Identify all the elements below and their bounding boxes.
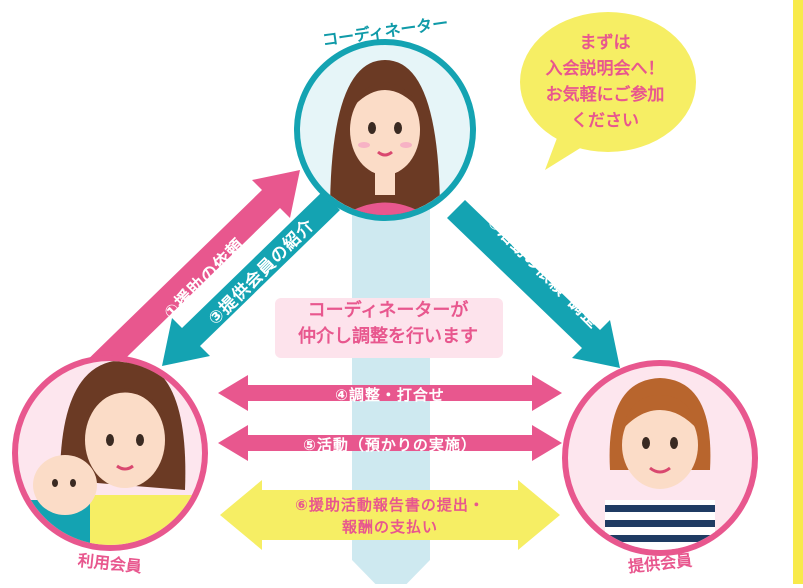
bubble-line-1: まずは [579, 33, 631, 53]
bubble-line-3: お気軽にご参加 [545, 85, 665, 105]
arrow-adjust [447, 200, 620, 368]
arrow-meeting [218, 375, 562, 411]
provider-member-avatar [562, 360, 758, 556]
step-6-label-line-2: 報酬の支払い [341, 518, 438, 536]
page-edge-strip [793, 0, 803, 584]
note-line-1: コーディネーターが [307, 300, 469, 321]
arrow-request [75, 170, 300, 390]
bubble-line-2: 入会説明会へ！ [545, 59, 665, 79]
bubble-line-4: ください [571, 111, 639, 131]
coordinator-avatar [294, 39, 476, 221]
coordinator-note: コーディネーターが 仲介し調整を行います [273, 298, 503, 350]
step-4-label: ④調整・打合せ [335, 386, 445, 404]
user-member-avatar [12, 355, 208, 551]
step-6-label-line-1: ⑥援助活動報告書の提出・ [295, 496, 485, 514]
speech-bubble [520, 12, 696, 170]
step-5-label: ⑤活動（預かりの実施） [303, 436, 477, 454]
arrow-report-payment [220, 480, 560, 550]
arrow-introduce [162, 192, 340, 366]
arrow-activity [218, 425, 562, 461]
note-box [275, 298, 503, 358]
note-line-2: 仲介し調整を行います [298, 326, 478, 347]
bubble-text: まずは 入会説明会へ！ お気軽にご参加 ください [520, 30, 690, 134]
